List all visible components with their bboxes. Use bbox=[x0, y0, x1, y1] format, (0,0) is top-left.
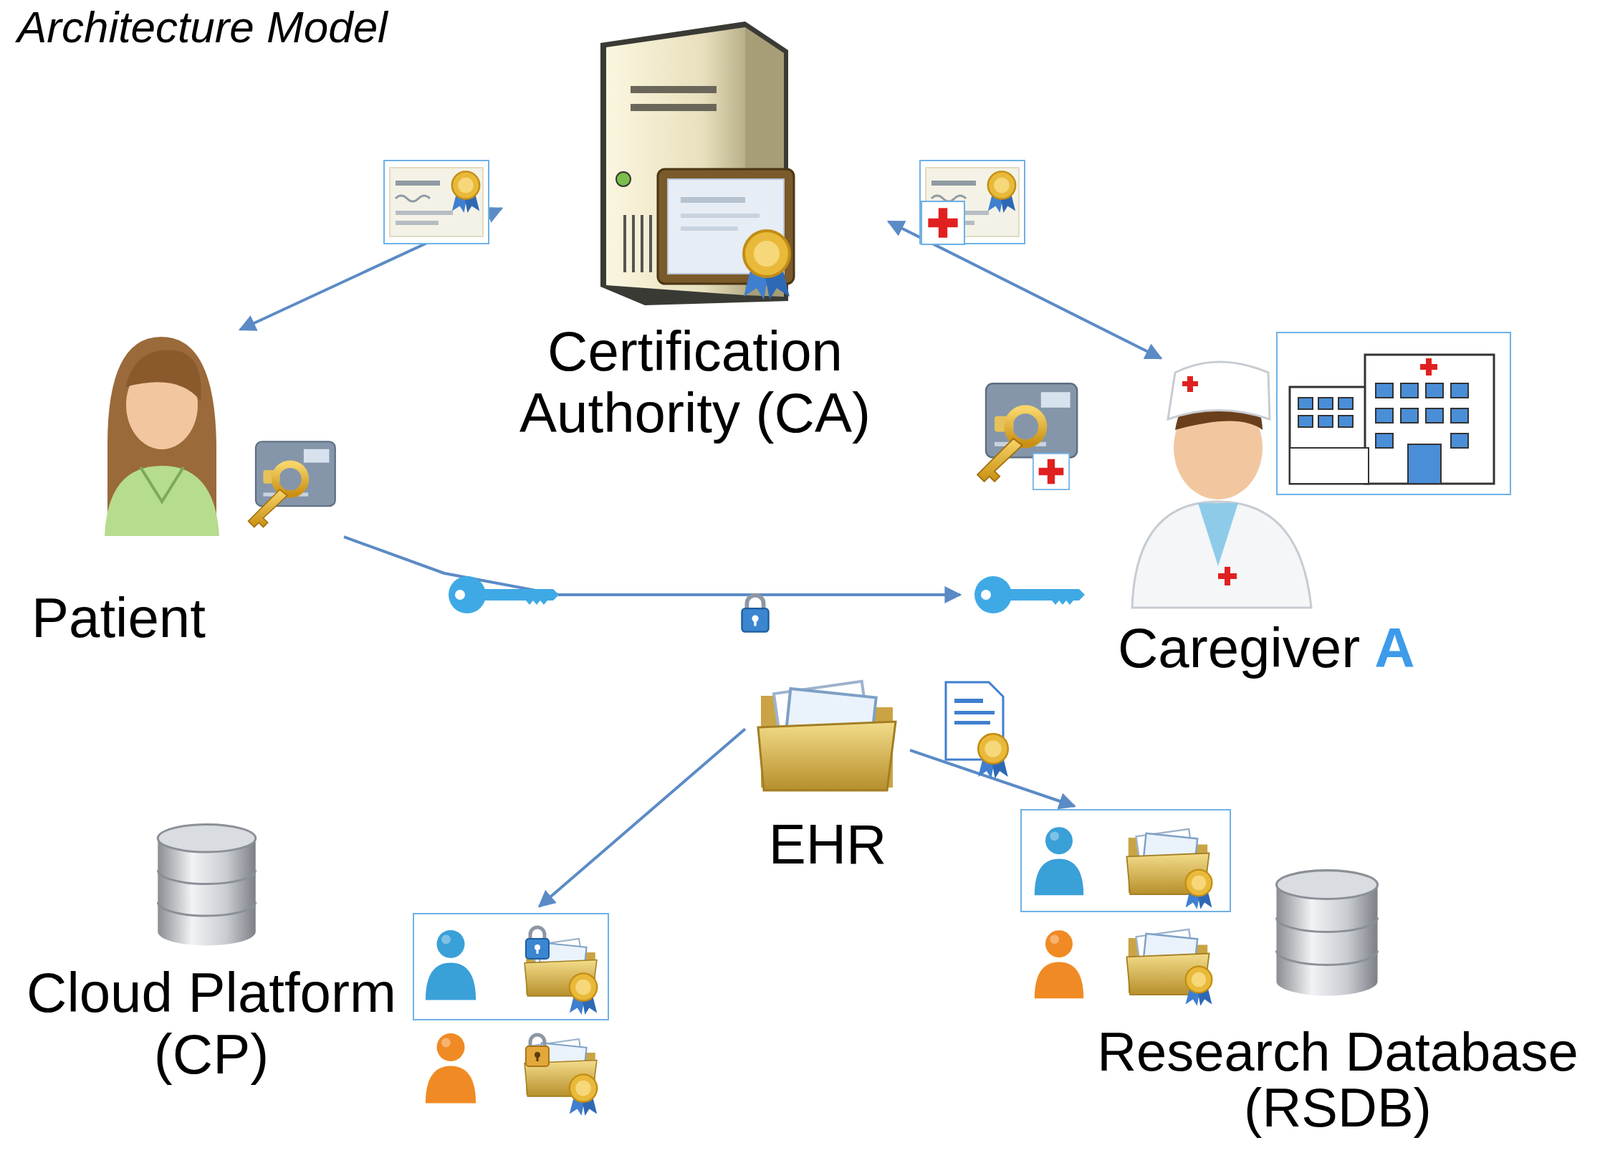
lock-icon bbox=[741, 595, 769, 632]
node-label: A bbox=[1374, 617, 1415, 680]
node-label: Caregiver bbox=[1117, 617, 1360, 680]
database-icon bbox=[157, 824, 256, 946]
storage-node: Cloud Platform (CP) bbox=[10, 906, 613, 1097]
database-icon bbox=[1276, 870, 1378, 996]
connector-arrow bbox=[539, 728, 746, 907]
certificate-icon bbox=[920, 160, 1025, 244]
certificate-icon bbox=[384, 160, 489, 244]
patient-figure bbox=[104, 336, 220, 536]
server-icon bbox=[600, 21, 794, 306]
actor-node: Patient bbox=[21, 329, 344, 653]
authority-node: Certification Authority (CA) bbox=[501, 14, 889, 452]
node-label: Cloud Platform (CP) bbox=[10, 962, 413, 1086]
hospital-icon bbox=[1276, 332, 1511, 495]
anonymised-record-group bbox=[1021, 809, 1231, 1007]
record-node: EHR bbox=[745, 644, 910, 879]
encrypted-record-group bbox=[413, 913, 609, 1116]
connector-arrow bbox=[343, 536, 961, 595]
red-cross-icon bbox=[1033, 453, 1070, 490]
key-icon bbox=[974, 576, 1085, 614]
label-line: CaregiverA bbox=[1117, 617, 1448, 680]
node-label: Certification Authority (CA) bbox=[501, 321, 889, 445]
actor-node: CaregiverA bbox=[960, 358, 1448, 683]
ehr-folder bbox=[758, 681, 896, 791]
storage-node: Research Database (RSDB) bbox=[1020, 806, 1591, 1147]
key-icon bbox=[448, 576, 559, 614]
signed-document bbox=[945, 682, 1009, 779]
node-label: EHR bbox=[745, 813, 910, 876]
red-cross-icon bbox=[921, 201, 965, 245]
node-label: Patient bbox=[31, 587, 344, 650]
diagram-title: Architecture Model bbox=[17, 1, 388, 53]
node-label: Research Database (RSDB) bbox=[1084, 1023, 1591, 1137]
smart-card-key bbox=[247, 441, 335, 527]
